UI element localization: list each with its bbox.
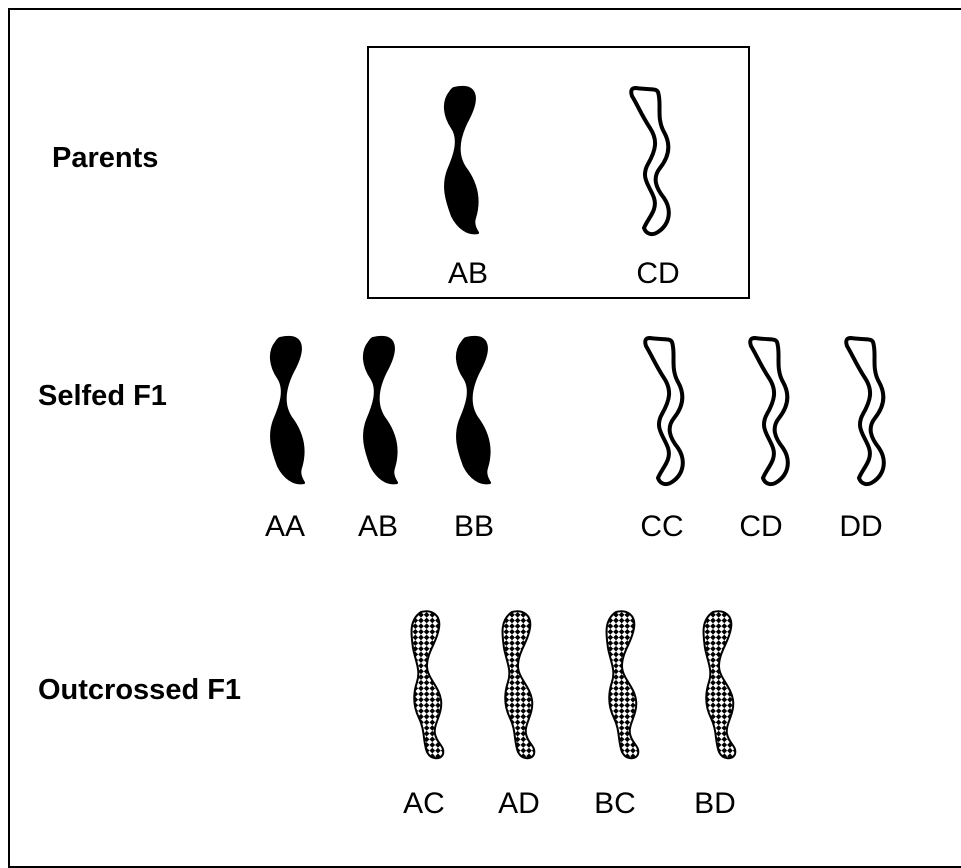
row-label-parents: Parents	[52, 142, 159, 174]
worm-outcrossed-ad	[501, 610, 536, 760]
genotype-label-selfed-aa: AA	[264, 510, 306, 543]
genotype-label-outcrossed-bd: BD	[694, 787, 736, 820]
genotype-label-outcrossed-ac: AC	[403, 787, 445, 820]
worm-outcrossed-bd	[702, 610, 737, 760]
row-label-outcrossed: Outcrossed F1	[38, 674, 242, 706]
worm-selfed-ab	[362, 335, 399, 485]
genotype-label-selfed-cc: CC	[640, 510, 684, 543]
genotype-label-outcrossed-ad: AD	[498, 787, 540, 820]
worm-outcrossed-ac	[410, 610, 445, 760]
genotype-label-selfed-dd: DD	[839, 510, 883, 543]
genotype-label-outcrossed-bc: BC	[594, 787, 636, 820]
genotype-label-parent-cd: CD	[636, 257, 680, 290]
genotype-label-selfed-bb: BB	[453, 510, 495, 543]
parents-box	[367, 46, 750, 299]
worm-parent-ab	[443, 85, 480, 235]
worm-selfed-dd	[844, 336, 886, 487]
worm-selfed-cd	[748, 336, 790, 487]
genotype-label-selfed-cd: CD	[739, 510, 783, 543]
genotype-label-selfed-ab: AB	[357, 510, 399, 543]
worm-selfed-cc	[643, 336, 685, 487]
row-label-selfed: Selfed F1	[38, 380, 167, 412]
worm-selfed-aa	[269, 335, 306, 485]
genotype-label-parent-ab: AB	[447, 257, 489, 290]
worm-outcrossed-bc	[605, 610, 640, 760]
worm-selfed-bb	[455, 335, 492, 485]
worm-parent-cd	[629, 86, 671, 237]
